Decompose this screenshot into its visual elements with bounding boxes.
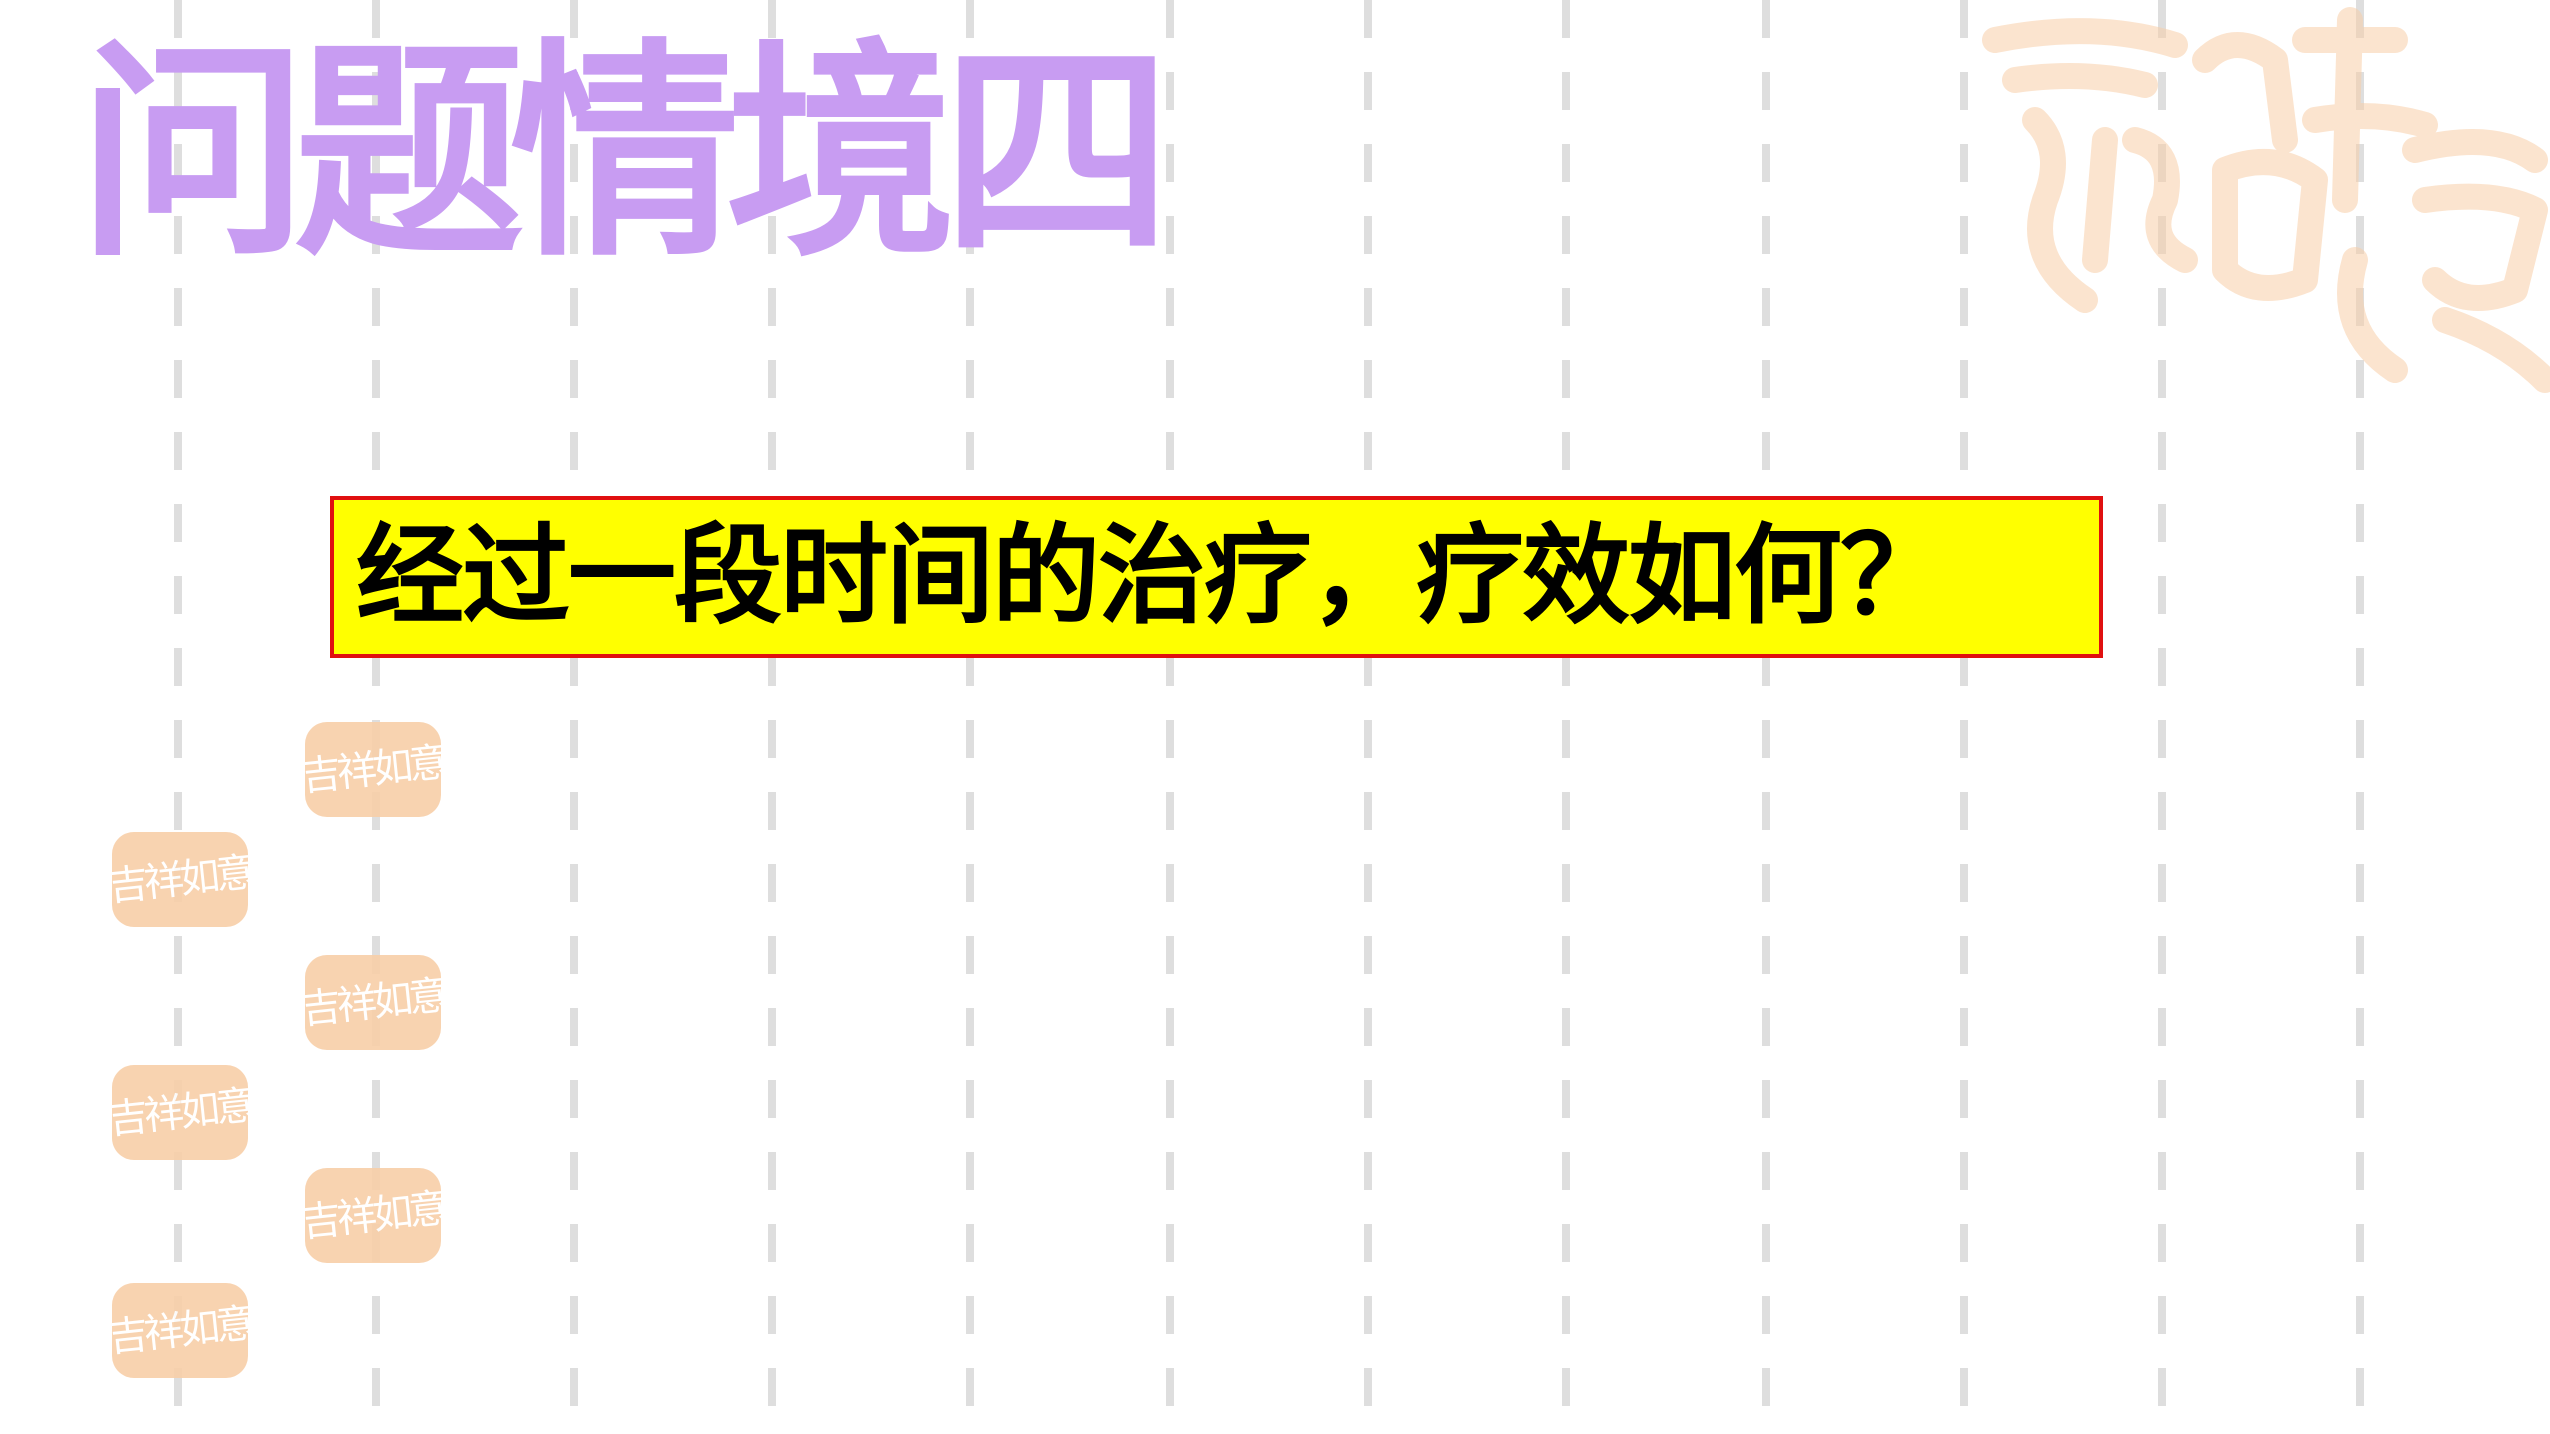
auspicious-seal-icon: 吉祥如意 [106, 1283, 254, 1378]
dashed-guide-line [2356, 0, 2364, 1434]
dashed-guide-line [1562, 0, 1570, 1434]
auspicious-seal-icon: 吉祥如意 [106, 1065, 254, 1160]
auspicious-seal-icon: 吉祥如意 [299, 955, 447, 1050]
seal-glyphs: 吉祥如意 [298, 1185, 448, 1246]
dashed-guide-line [1960, 0, 1968, 1434]
seal-glyphs: 吉祥如意 [105, 1082, 255, 1143]
dashed-guide-line [1364, 0, 1372, 1434]
auspicious-seal-icon: 吉祥如意 [106, 832, 254, 927]
seal-glyphs: 吉祥如意 [298, 739, 448, 800]
dashed-guide-line [174, 0, 182, 1434]
question-highlight-box: 经过一段时间的治疗，疗效如何？ [330, 496, 2103, 658]
auspicious-seal-icon: 吉祥如意 [299, 1168, 447, 1263]
seal-glyphs: 吉祥如意 [105, 849, 255, 910]
seal-glyphs: 吉祥如意 [298, 972, 448, 1033]
auspicious-seal-icon: 吉祥如意 [299, 722, 447, 817]
dashed-guide-line [570, 0, 578, 1434]
dashed-guide-line [966, 0, 974, 1434]
dashed-guide-line [2158, 0, 2166, 1434]
auspicious-seal-icon [1982, 7, 2550, 393]
dashed-guide-line [372, 0, 380, 1434]
seal-glyphs: 吉祥如意 [105, 1300, 255, 1361]
dashed-guide-line [768, 0, 776, 1434]
dashed-guide-line [1166, 0, 1174, 1434]
question-text: 经过一段时间的治疗，疗效如何？ [356, 514, 1948, 639]
dashed-guide-line [1762, 0, 1770, 1434]
slide-title: 问题情境四 [78, 21, 1172, 288]
